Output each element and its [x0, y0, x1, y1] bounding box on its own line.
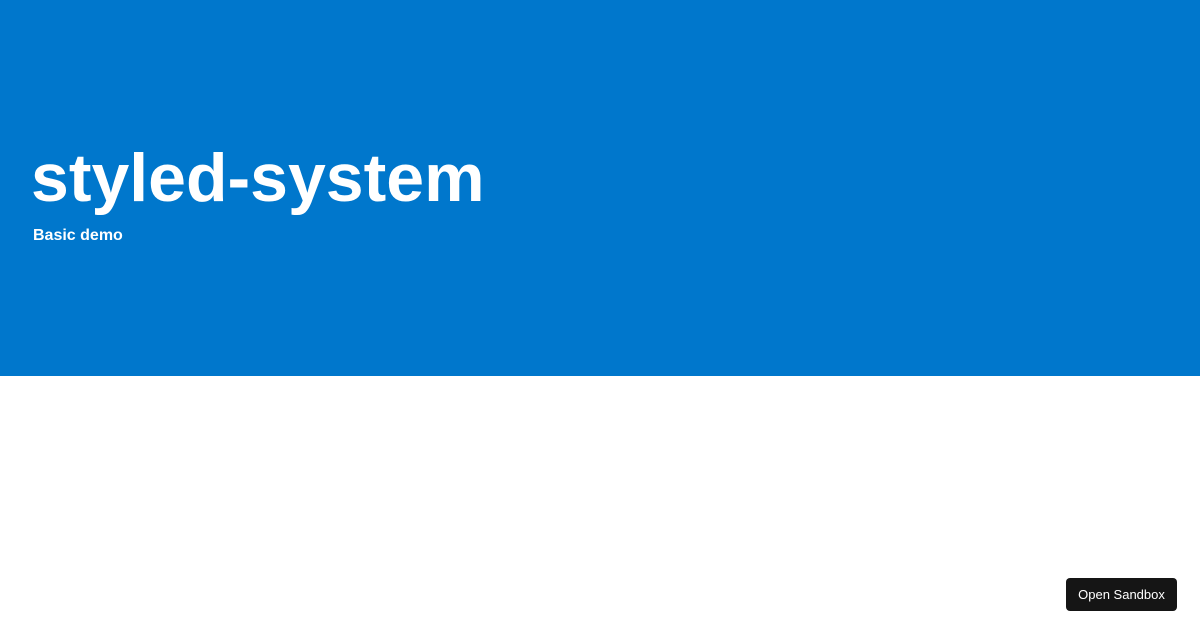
hero-banner: styled-system Basic demo	[0, 0, 1200, 376]
open-sandbox-button[interactable]: Open Sandbox	[1066, 578, 1177, 611]
page-title: styled-system	[31, 140, 485, 216]
page-subtitle: Basic demo	[33, 227, 123, 244]
